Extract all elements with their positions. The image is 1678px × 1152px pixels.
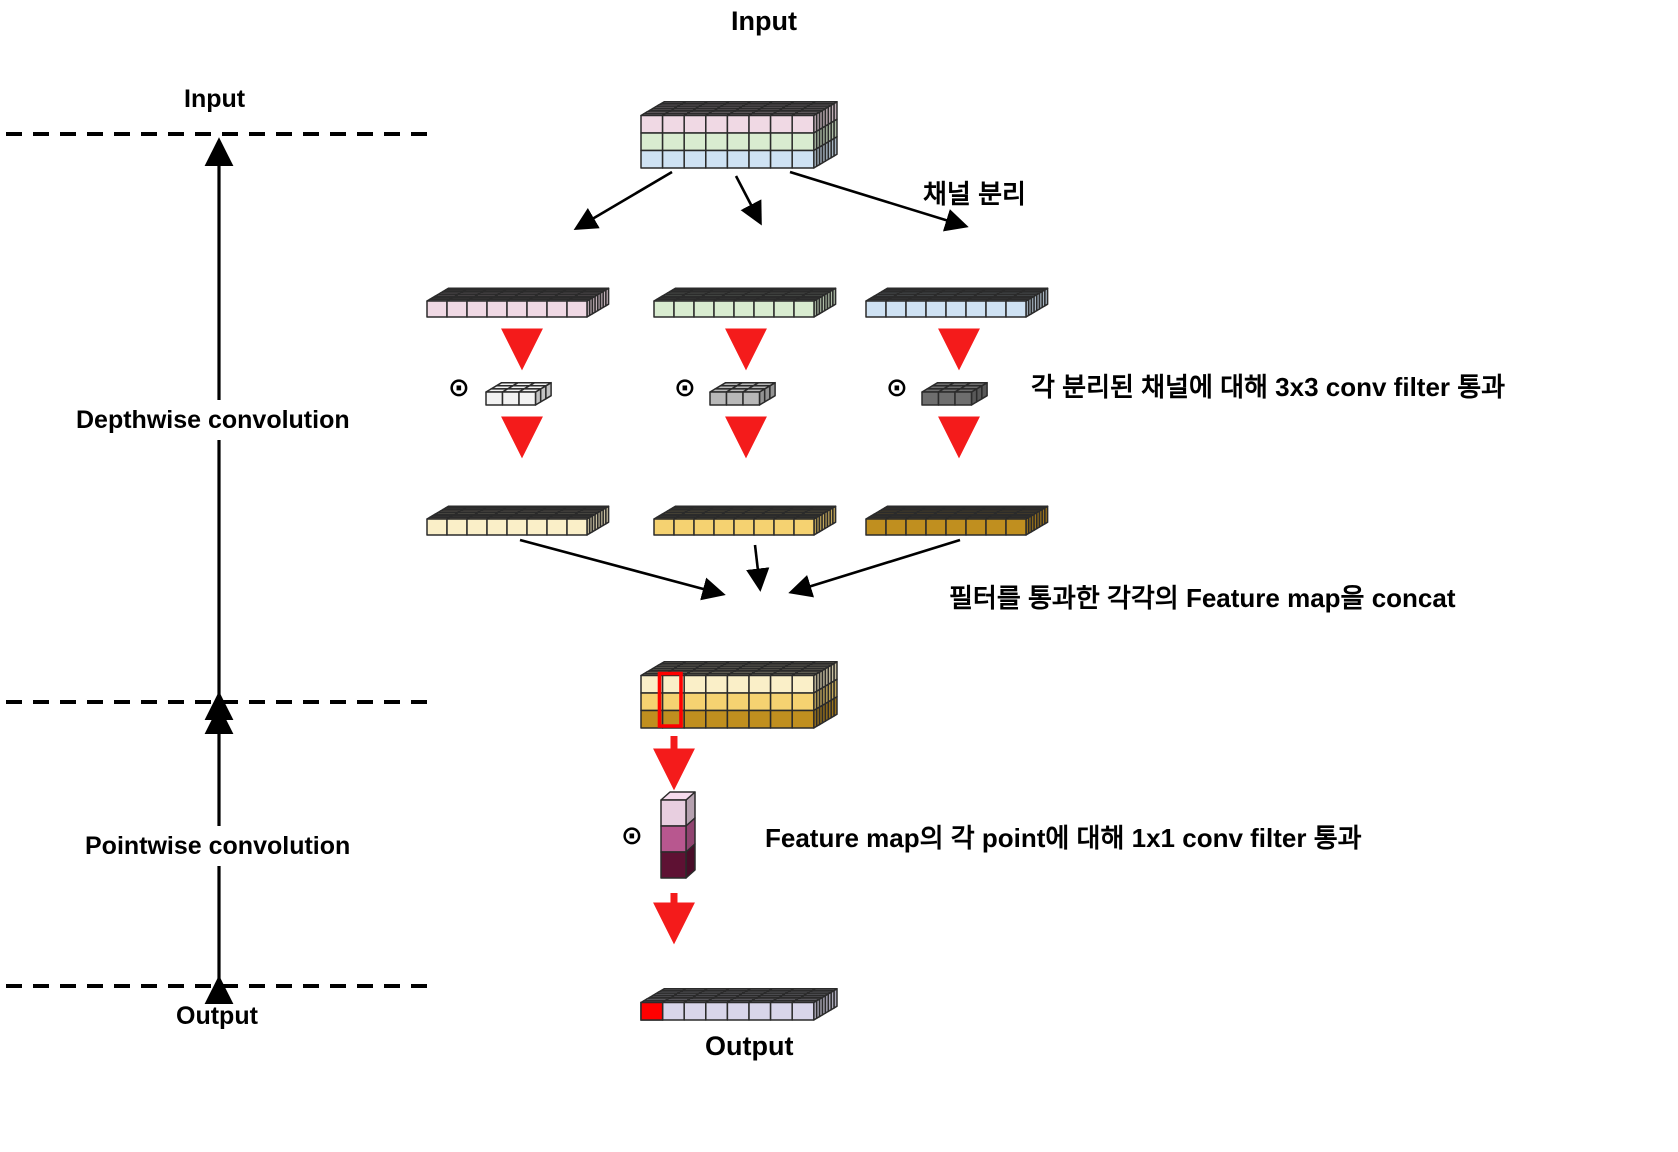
red-flow-arrows — [501, 328, 980, 945]
filter-1 — [485, 381, 552, 406]
arrow-to-blue — [789, 170, 969, 232]
concat-highlight-column — [657, 671, 683, 728]
arrow-to-pink — [573, 170, 673, 230]
annotation-channel-split: 채널 분리 — [923, 179, 1026, 209]
featuremap-dark — [865, 505, 1049, 536]
operator-symbol-4: ⊙ — [621, 820, 643, 850]
output-highlight-cell — [640, 1001, 664, 1021]
operator-symbol-3: ⊙ — [886, 372, 908, 402]
featuremap-light — [426, 505, 610, 536]
concat-arrows — [519, 538, 961, 601]
axis-dashed-lines — [6, 132, 432, 988]
annotation-depthwise-filter: 각 분리된 채널에 대해 3x3 conv filter 통과 — [1031, 372, 1506, 402]
input-volume — [640, 100, 838, 169]
channel-blue — [865, 287, 1049, 318]
pointwise-filter — [660, 791, 696, 879]
axis-label-pointwise: Pointwise convolution — [85, 832, 351, 860]
featuremap-mid — [653, 505, 837, 536]
annotation-pointwise-filter: Feature map의 각 point에 대해 1x1 conv filter… — [765, 823, 1362, 853]
page-title-output: Output — [705, 1031, 794, 1061]
axis-label-backdrop-pointwise — [75, 826, 375, 866]
arrow-concat-mid — [746, 544, 770, 592]
axis-label-input: Input — [184, 85, 246, 113]
operator-symbol-2: ⊙ — [674, 372, 696, 402]
concat-volume — [640, 660, 838, 729]
output-map — [640, 987, 838, 1021]
channel-split-arrows — [573, 170, 969, 232]
arrow-to-green — [734, 175, 762, 226]
arrow-concat-left — [519, 538, 726, 601]
arrow-concat-right — [788, 538, 961, 598]
filter-2 — [709, 381, 776, 406]
page-title-input: Input — [731, 6, 797, 36]
filter-3 — [921, 381, 988, 406]
operator-symbol-1: ⊙ — [448, 372, 470, 402]
axis-label-depthwise: Depthwise convolution — [76, 406, 350, 434]
annotation-concat: 필터를 통과한 각각의 Feature map을 concat — [949, 583, 1456, 613]
channel-pink — [426, 287, 610, 318]
axis-label-backdrop-depthwise — [62, 400, 392, 440]
channel-green — [653, 287, 837, 318]
axis-label-output: Output — [176, 1002, 258, 1030]
